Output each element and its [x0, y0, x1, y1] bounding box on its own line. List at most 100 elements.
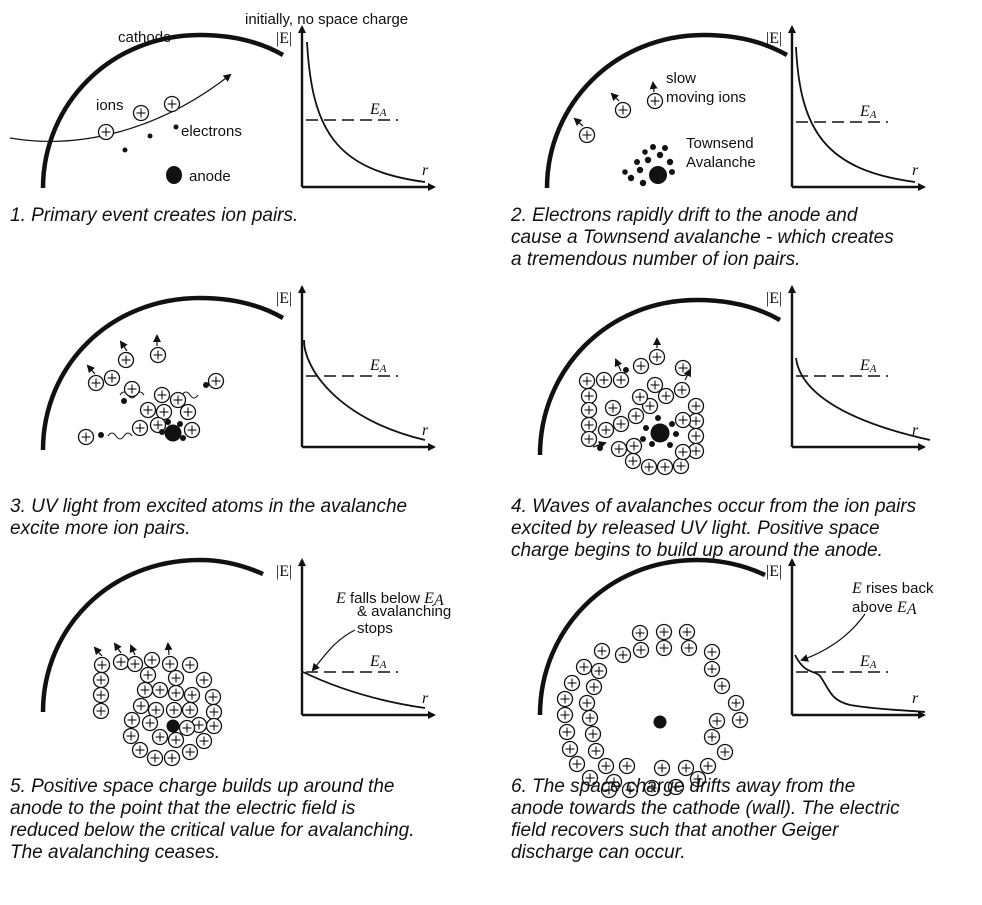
caption-line: discharge can occur. — [511, 842, 686, 863]
x-axis-label: r — [912, 162, 919, 179]
field-plot-1: |E| r EA — [276, 25, 436, 191]
caption-panel-2: 2. Electrons rapidly drift to the anode … — [511, 205, 982, 271]
threshold-label: EA — [369, 357, 387, 375]
caption-panel-6: 6. The space charge drifts away from the… — [511, 776, 982, 864]
x-axis-label: r — [422, 162, 429, 179]
caption-line: excite more ion pairs. — [10, 518, 191, 539]
caption-panel-1: 1. Primary event creates ion pairs. — [10, 205, 490, 227]
threshold-label: EA — [859, 357, 877, 375]
anode — [166, 719, 180, 733]
ion — [614, 101, 632, 119]
caption-line: anode to the point that the electric fie… — [10, 798, 356, 819]
y-axis-label: |E| — [276, 563, 292, 580]
field-plot-4: |E| r EA — [766, 285, 931, 451]
y-axis-label: |E| — [276, 290, 292, 307]
slow-label: slow — [666, 70, 696, 87]
ion-ring — [556, 623, 749, 799]
caption-panel-3: 3. UV light from excited atoms in the av… — [10, 496, 490, 540]
caption-line: excited by released UV light. Positive s… — [511, 518, 880, 539]
panel-6 — [537, 557, 766, 799]
x-axis-label: r — [912, 422, 919, 439]
caption-panel-4: 4. Waves of avalanches occur from the io… — [511, 496, 982, 562]
ion-cluster — [77, 346, 225, 446]
avalanche-core — [597, 367, 679, 451]
field-plot-6: |E|rEA — [766, 558, 926, 719]
avalanche-core — [98, 382, 209, 442]
cathode-wall — [40, 295, 285, 451]
cathode-wall — [537, 557, 766, 716]
field-plot-2: |E| r EA — [766, 25, 926, 191]
panel-2: slow moving ions Townsend Avalanche — [544, 32, 789, 189]
anode — [653, 715, 667, 729]
cathode-wall — [40, 32, 285, 189]
cathode-wall — [40, 557, 264, 713]
caption-line: 6. The space charge drifts away from the — [511, 776, 856, 797]
electron-cluster — [622, 144, 675, 187]
ion-cluster — [578, 348, 705, 476]
field-plot-5: |E| r EA — [276, 558, 436, 719]
anode — [166, 166, 182, 184]
panel-4 — [537, 297, 782, 476]
ions-label: ions — [96, 97, 124, 114]
electrons-label: electrons — [181, 123, 242, 140]
rises-back-annotation: E rises back above EA — [800, 580, 934, 662]
y-axis-label: |E| — [766, 290, 782, 307]
panel-5 — [40, 557, 264, 767]
caption-line: field recovers such that another Geiger — [511, 820, 839, 841]
field-curve — [306, 41, 426, 183]
threshold-label: EA — [859, 653, 877, 671]
field-curve — [302, 671, 426, 709]
field-curve — [794, 654, 926, 713]
y-axis-label: |E| — [766, 30, 782, 47]
cathode-wall — [537, 297, 782, 456]
threshold-label: EA — [859, 103, 877, 121]
caption-line: 1. Primary event creates ion pairs. — [10, 205, 299, 226]
top-note: initially, no space charge — [245, 11, 408, 28]
y-axis-label: |E| — [276, 30, 292, 47]
threshold-label: EA — [369, 101, 387, 119]
field-curve — [303, 339, 426, 441]
avalanche-label: Avalanche — [686, 154, 756, 171]
anode-label: anode — [189, 168, 231, 185]
caption-line: a tremendous number of ion pairs. — [511, 249, 801, 270]
x-axis-label: r — [422, 690, 429, 707]
panel-1: cathode ions electrons anode — [9, 29, 285, 189]
svg-text:& avalanching: & avalanching — [357, 603, 451, 620]
cathode-label: cathode — [118, 29, 171, 46]
ion — [163, 95, 181, 113]
svg-text:above EA: above EA — [852, 599, 917, 618]
caption-line: 4. Waves of avalanches occur from the io… — [511, 496, 917, 517]
x-axis-label: r — [912, 690, 919, 707]
panel-3 — [40, 295, 285, 451]
ion — [97, 123, 115, 141]
field-curve — [795, 357, 931, 441]
ion — [578, 126, 596, 144]
caption-line: anode towards the cathode (wall). The el… — [511, 798, 900, 819]
caption-line: charge begins to build up around the ano… — [511, 540, 883, 561]
electron — [122, 147, 128, 153]
cathode-wall — [544, 32, 789, 189]
caption-line: 2. Electrons rapidly drift to the anode … — [511, 205, 858, 226]
primary-track — [9, 73, 232, 142]
caption-line: cause a Townsend avalanche - which creat… — [511, 227, 894, 248]
uv-photons — [107, 391, 199, 440]
caption-panel-5: 5. Positive space charge builds up aroun… — [10, 776, 490, 864]
svg-text:E rises back: E rises back — [851, 580, 934, 597]
caption-line: 5. Positive space charge builds up aroun… — [10, 776, 395, 797]
townsend-label: Townsend — [686, 135, 754, 152]
svg-text:E falls below EA: E falls below EA — [335, 590, 444, 609]
moving-ions-label: moving ions — [666, 89, 746, 106]
field-plot-3: |E|rEA — [276, 285, 436, 451]
ion-cluster — [92, 651, 223, 767]
electron — [173, 124, 179, 130]
electron — [147, 133, 153, 139]
field-curve — [795, 46, 916, 183]
caption-line: reduced below the critical value for ava… — [10, 820, 415, 841]
caption-line: The avalanching ceases. — [10, 842, 221, 863]
ion — [646, 92, 664, 110]
threshold-label: EA — [369, 653, 387, 671]
svg-text:stops: stops — [357, 620, 393, 637]
